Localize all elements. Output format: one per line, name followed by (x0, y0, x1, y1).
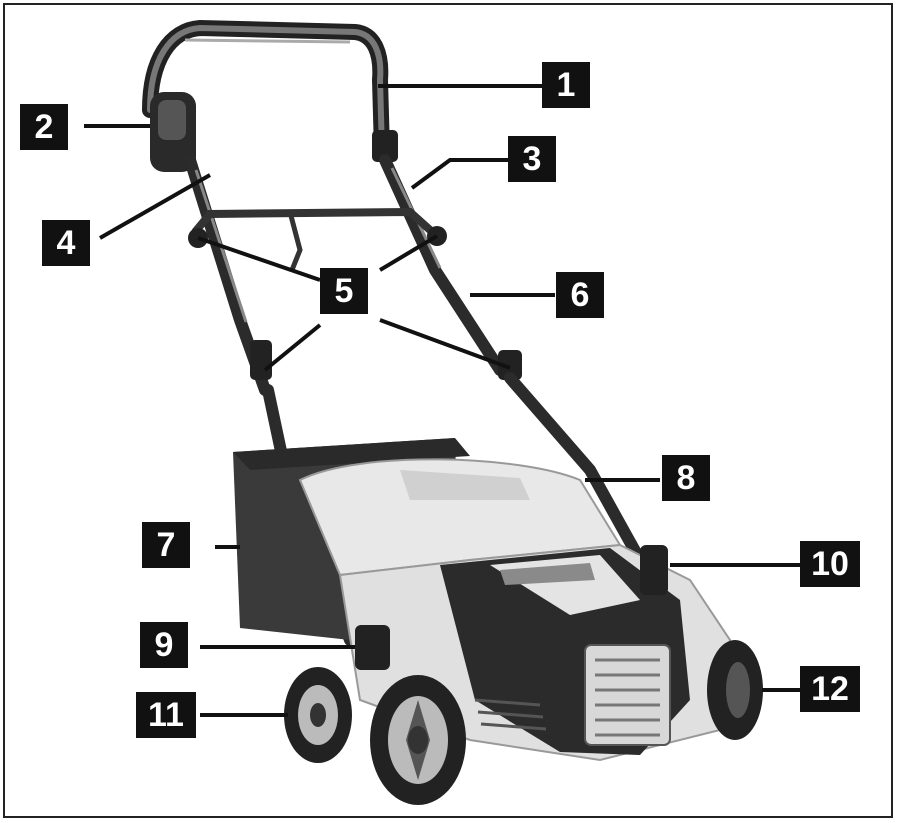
handle-clip (372, 130, 398, 162)
front-wheel-left (370, 675, 466, 805)
right-upper-bar (379, 154, 506, 376)
knob-lower-right (498, 350, 522, 380)
callout-1: 1 (542, 62, 590, 108)
motor-cover (298, 458, 622, 577)
callout-4: 4 (42, 220, 90, 266)
cross-bar (191, 207, 433, 235)
knob-lower-left (250, 340, 272, 380)
callout-8: 8 (662, 455, 710, 501)
switch-box (150, 92, 196, 172)
rear-wheel (284, 667, 352, 763)
leader-lines (84, 84, 800, 717)
callout-6: 6 (556, 272, 604, 318)
callout-9: 9 (140, 622, 188, 668)
height-lever (640, 545, 668, 595)
side-vents (474, 698, 547, 731)
callout-10: 10 (800, 541, 860, 587)
callout-3: 3 (508, 136, 556, 182)
side-switch (355, 625, 390, 670)
callout-12: 12 (800, 666, 860, 712)
callout-11: 11 (136, 692, 196, 738)
handle (142, 19, 390, 158)
callout-7: 7 (142, 522, 190, 568)
front-wheel-right (707, 640, 763, 740)
callout-5: 5 (320, 268, 368, 314)
callout-2: 2 (20, 104, 68, 150)
right-lower-bar (504, 372, 646, 566)
